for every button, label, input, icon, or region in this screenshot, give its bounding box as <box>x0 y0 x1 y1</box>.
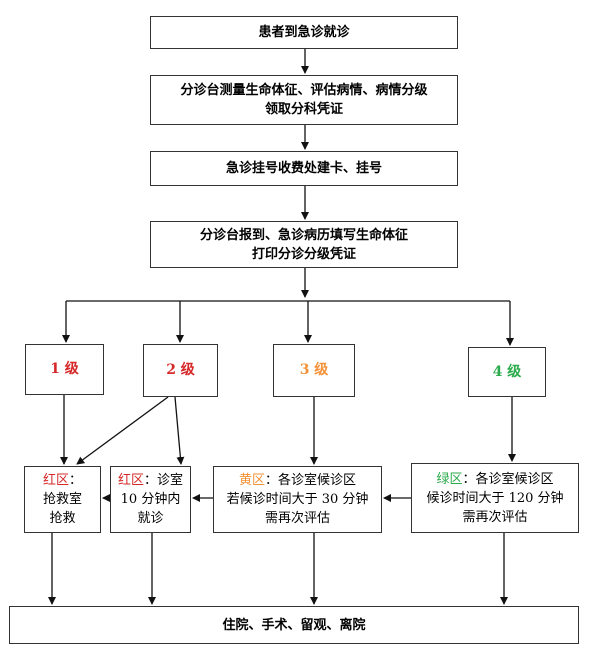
yellow-zone-label: 黄区 <box>238 473 265 488</box>
outcome-box: 住院、手术、留观、离院 <box>9 606 579 644</box>
register-text: 急诊挂号收费处建卡、挂号 <box>225 161 382 176</box>
triage-box: 分诊台测量生命体征、评估病情、病情分级 领取分科凭证 <box>150 75 458 125</box>
yellow-waiting-area-text: ：各诊室候诊区 <box>265 473 357 488</box>
triage-text-line1: 分诊台测量生命体征、评估病情、病情分级 <box>180 83 428 98</box>
arrive-box: 患者到急诊就诊 <box>150 16 458 49</box>
arrow-grade2-to-clinic <box>174 396 185 465</box>
grade-3-box: 3 级 <box>273 344 355 397</box>
register-box: 急诊挂号收费处建卡、挂号 <box>150 151 458 186</box>
report-text-line1: 分诊台报到、急诊病历填写生命体征 <box>199 227 408 243</box>
red-clinic-zone-box: 红区：诊室 10 分钟内 就诊 <box>110 466 191 533</box>
green-waiting-area-text: ：各诊室候诊区 <box>462 471 554 487</box>
grade-2-box: 2 级 <box>143 344 218 397</box>
yellow-reassess-text: 需再次评估 <box>264 511 330 526</box>
triage-text-line2: 领取分科凭证 <box>264 102 343 117</box>
report-box: 分诊台报到、急诊病历填写生命体征 打印分诊分级凭证 <box>150 221 458 268</box>
outcome-text: 住院、手术、留观、离院 <box>222 617 366 633</box>
grade-1-box: 1 级 <box>25 344 104 395</box>
report-text-line2: 打印分诊分级凭证 <box>251 246 356 262</box>
yellow-zone-box: 黄区：各诊室候诊区 若候诊时间大于 30 分钟 需再次评估 <box>213 466 382 533</box>
grade-2-label: 2 级 <box>166 362 195 378</box>
yellow-wait-time-text: 若候诊时间大于 30 分钟 <box>226 492 369 507</box>
red-zone-colon: ： <box>69 473 83 488</box>
red-rescue-zone-box: 红区： 抢救室 抢救 <box>24 466 101 533</box>
grade-4-label: 4 级 <box>492 363 522 380</box>
rescue-text: 抢救 <box>49 511 76 526</box>
red-zone-label: 红区 <box>42 473 69 488</box>
green-zone-label: 绿区 <box>436 471 463 487</box>
rescue-room-text: 抢救室 <box>42 492 82 507</box>
grade-1-label: 1 级 <box>50 361 79 377</box>
clinic-room-text: ：诊室 <box>144 473 184 488</box>
arrive-text: 患者到急诊就诊 <box>258 25 350 40</box>
grade-4-box: 4 级 <box>468 347 546 397</box>
arrow-grade2-to-rescue <box>76 396 169 465</box>
red-zone-label: 红区 <box>117 473 144 488</box>
ten-minute-text: 10 分钟内 <box>120 492 181 507</box>
consult-text: 就诊 <box>137 511 164 526</box>
green-reassess-text: 需再次评估 <box>462 509 528 525</box>
green-zone-box: 绿区：各诊室候诊区 候诊时间大于 120 分钟 需再次评估 <box>411 463 579 533</box>
green-wait-time-text: 候诊时间大于 120 分钟 <box>426 490 564 506</box>
grade-3-label: 3 级 <box>299 362 329 378</box>
